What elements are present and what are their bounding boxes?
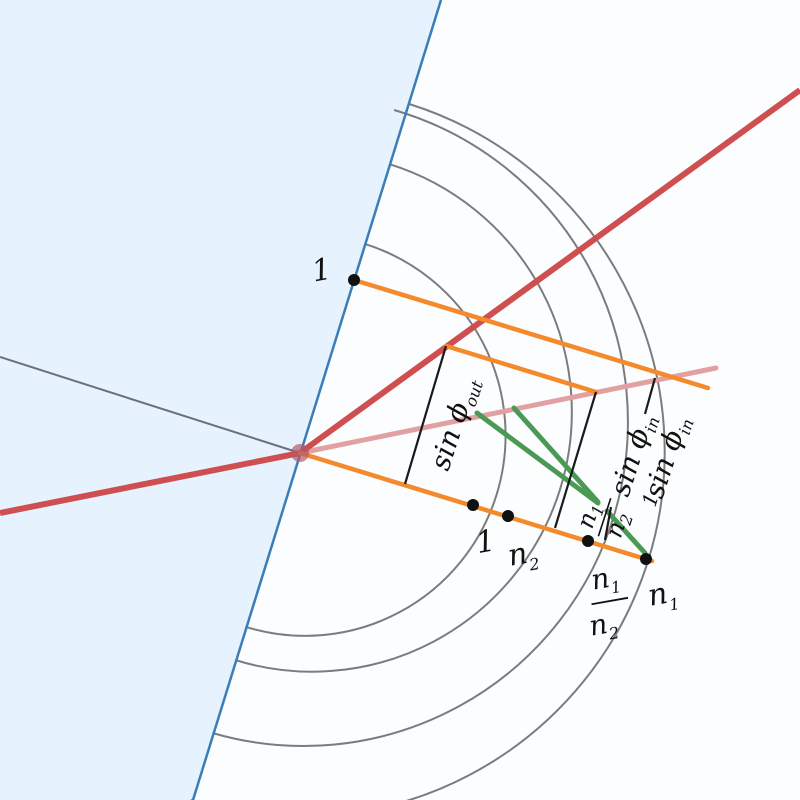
sin-in-segment-a — [553, 391, 598, 529]
point-axis-ratio — [582, 535, 594, 547]
arc-radius-n2 — [234, 163, 573, 673]
svg-text:n2: n2 — [600, 508, 637, 542]
label-axis-n1: n1 — [645, 574, 681, 618]
point-one-top — [348, 274, 360, 286]
label-slanted-ratio: n1 n2 — [571, 497, 637, 542]
sin-in-segment-b — [643, 377, 657, 415]
sin-in-segment-c — [603, 506, 613, 541]
label-axis-one: 1 — [473, 523, 498, 561]
point-axis-one — [467, 499, 479, 511]
label-axis-n2: n2 — [505, 534, 541, 578]
point-axis-n2 — [502, 510, 514, 522]
slanted-fraction-bar — [597, 497, 612, 537]
top-parallel-line — [351, 277, 711, 391]
sin-out-segment — [403, 345, 448, 485]
axis-fraction-bar — [591, 596, 629, 606]
green-lines — [474, 405, 648, 556]
svg-text:n2: n2 — [587, 605, 621, 646]
interface-line — [191, 0, 443, 800]
green-line-1 — [474, 410, 601, 506]
arc-radius-1 — [245, 242, 507, 637]
label-axis-ratio: n1 n2 — [587, 559, 629, 646]
incident-ray — [0, 450, 301, 516]
arc-radius-n1-over-n2 — [212, 109, 629, 747]
interface-point — [291, 444, 309, 462]
green-line-3 — [604, 508, 648, 556]
incident-continuation — [297, 365, 719, 456]
point-axis-n1 — [640, 553, 652, 565]
middle-parallel-line — [443, 343, 599, 395]
sine-segments — [403, 345, 657, 541]
green-line-2 — [511, 405, 601, 505]
left-medium-region — [0, 0, 441, 800]
refracted-ray — [298, 87, 800, 456]
points — [348, 274, 652, 565]
normal-line — [0, 356, 301, 454]
svg-text:n1: n1 — [589, 559, 623, 600]
